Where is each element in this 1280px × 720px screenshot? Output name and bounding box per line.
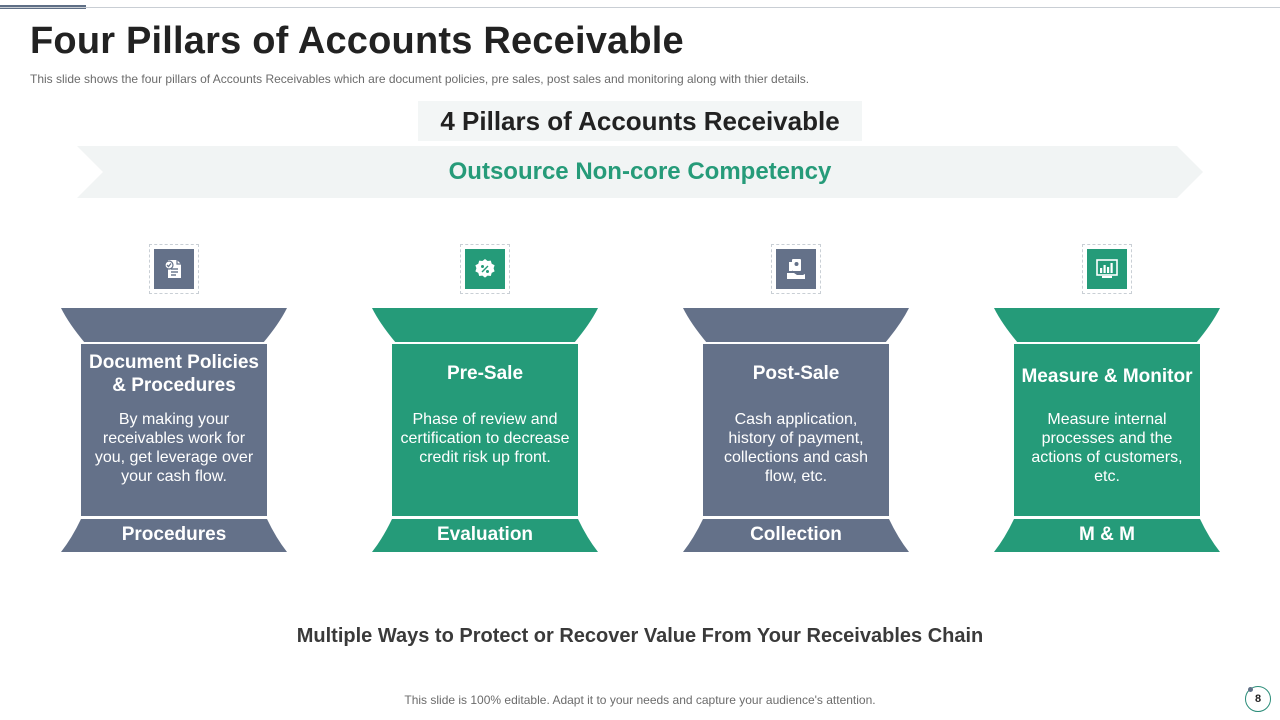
pillar-pre-sale: Pre-Sale Phase of review and certificati… bbox=[372, 244, 598, 556]
pillar-measure-monitor: Measure & Monitor Measure internal proce… bbox=[994, 244, 1220, 556]
pillar-footer-label: Procedures bbox=[121, 524, 227, 545]
pillars-heading: 4 Pillars of Accounts Receivable bbox=[418, 101, 862, 141]
bar-chart-monitor-icon bbox=[1087, 249, 1127, 289]
pillar-shape bbox=[61, 308, 287, 552]
pillar-footer-label: Collection bbox=[750, 524, 842, 545]
pillar-title: Pre-Sale bbox=[446, 363, 524, 384]
pillar-description: Phase of review and certification to dec… bbox=[400, 411, 570, 466]
pillar-shape bbox=[683, 308, 909, 552]
page-number-dot bbox=[1248, 687, 1253, 692]
banner: Outsource Non-core Competency bbox=[77, 146, 1203, 198]
pillar-description: Measure internal processes and the actio… bbox=[1031, 411, 1183, 485]
document-check-icon bbox=[154, 249, 194, 289]
pillar-footer-label: M & M bbox=[1079, 524, 1135, 545]
banner-arrow-shape bbox=[77, 146, 1203, 198]
pillar-title: Measure & Monitor bbox=[1021, 366, 1193, 387]
pillar-shape bbox=[372, 308, 598, 552]
pillar-description: By making your receivables work for you,… bbox=[94, 411, 254, 485]
slide-title: Four Pillars of Accounts Receivable bbox=[30, 20, 684, 62]
pillar-icon-frame bbox=[460, 244, 510, 294]
pillar-icon-frame bbox=[771, 244, 821, 294]
slide-subtitle: This slide shows the four pillars of Acc… bbox=[30, 72, 810, 86]
cash-hand-icon bbox=[776, 249, 816, 289]
bottom-tagline: Multiple Ways to Protect or Recover Valu… bbox=[296, 625, 984, 647]
pillar-title: Document Policies & Procedures bbox=[89, 352, 259, 396]
percent-badge-icon bbox=[465, 249, 505, 289]
top-divider-line bbox=[0, 7, 1280, 8]
pillar-shape bbox=[994, 308, 1220, 552]
pillar-icon-frame bbox=[1082, 244, 1132, 294]
pillar-icon-frame bbox=[149, 244, 199, 294]
pillar-post-sale: Post-Sale Cash application, history of p… bbox=[683, 244, 909, 556]
banner-text: Outsource Non-core Competency bbox=[448, 158, 832, 185]
pillar-description: Cash application, history of payment, co… bbox=[723, 411, 869, 485]
pillar-footer-label: Evaluation bbox=[436, 524, 534, 545]
footer-note: This slide is 100% editable. Adapt it to… bbox=[404, 693, 876, 707]
pillar-document-policies: Document Policies & Procedures By making… bbox=[61, 244, 287, 556]
pillar-title: Post-Sale bbox=[752, 363, 840, 384]
